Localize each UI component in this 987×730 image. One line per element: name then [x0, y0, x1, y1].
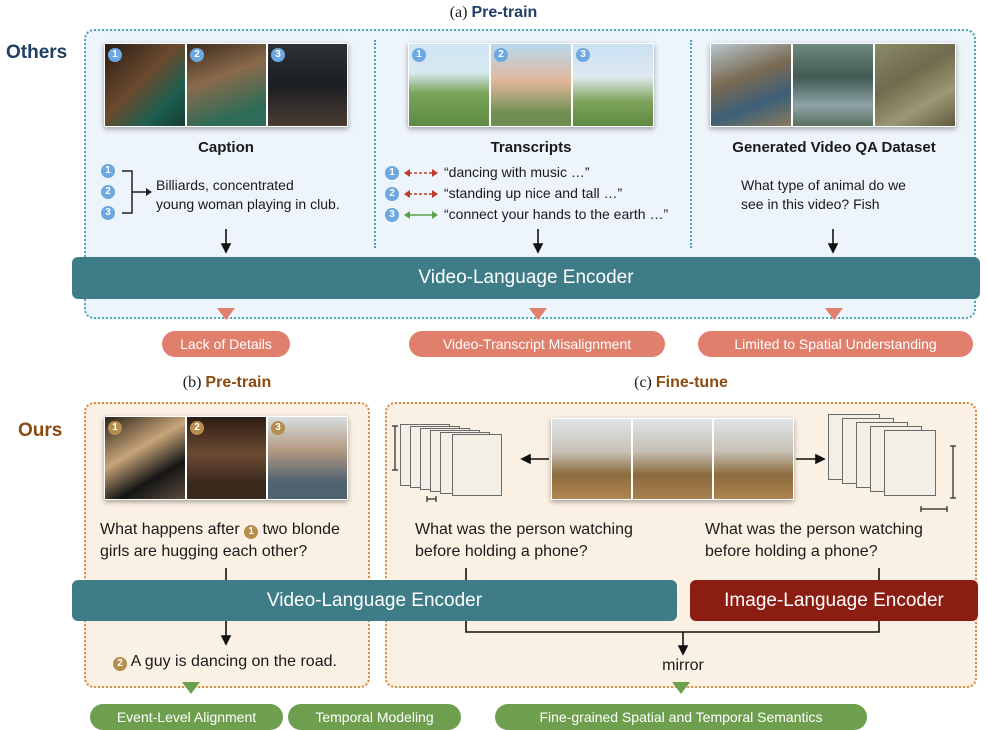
- ours-answer-text: A guy is dancing on the road.: [130, 653, 337, 670]
- finetune-frame-2: [632, 418, 713, 500]
- bottom-video-language-encoder: Video-Language Encoder: [72, 580, 677, 621]
- finetune-question-right-line1: What was the person watching: [705, 521, 923, 538]
- stack-frame: [452, 434, 502, 496]
- finetune-thumbnails: [551, 418, 794, 500]
- image-language-encoder: Image-Language Encoder: [690, 580, 978, 621]
- finetune-c-prefix: (c): [634, 374, 652, 391]
- caption-num-2: 2: [101, 185, 115, 199]
- caption-text-line1: Billiards, concentrated: [156, 177, 294, 193]
- ours-answer: 2 A guy is dancing on the road.: [113, 651, 373, 673]
- caption-thumbnails: 1 2 3: [104, 43, 348, 127]
- caption-text-line2: young woman playing in club.: [156, 196, 340, 212]
- issue-pointer-2: [529, 308, 547, 320]
- right-stack-scale-icon: [920, 445, 956, 512]
- caption-title: Caption: [198, 139, 254, 156]
- aligned-arrow-icon: [404, 211, 438, 219]
- finetune-question-left-line1: What was the person watching: [415, 521, 633, 538]
- misaligned-arrow-icon: [404, 169, 438, 177]
- ours-frame-2-badge: 2: [190, 421, 204, 435]
- transcripts-num-2: 2: [385, 187, 399, 201]
- pretrain-b-title: (b) Pre-train: [84, 374, 370, 392]
- ours-question-line1: What happens after 1 two blonde: [100, 519, 368, 541]
- ours-question-line2: girls are hugging each other?: [100, 543, 308, 560]
- transcripts-thumbnails: 1 2 3: [408, 43, 654, 127]
- transcripts-frame-2-badge: 2: [494, 48, 508, 62]
- mirror-label: mirror: [662, 657, 704, 674]
- pretrain-b-prefix: (b): [182, 374, 202, 391]
- finetune-c-title: (c) Fine-tune: [385, 374, 977, 392]
- caption-frame-3-badge: 3: [271, 48, 285, 62]
- divider-right: [690, 40, 692, 248]
- qa-text-line2: see in this video? Fish: [741, 196, 880, 212]
- benefit-event-alignment: Event-Level Alignment: [90, 704, 283, 730]
- qa-frame-2: [792, 43, 874, 127]
- finetune-question-left-line2: before holding a phone?: [415, 543, 588, 560]
- ours-question-part1: What happens after: [100, 521, 240, 538]
- caption-num-3: 3: [101, 206, 115, 220]
- qa-title: Generated Video QA Dataset: [732, 139, 936, 156]
- pretrain-a-title: (a) Pre-train: [0, 4, 987, 22]
- transcript-line-3: “connect your hands to the earth …”: [444, 206, 669, 222]
- finetune-frame-1: [551, 418, 632, 500]
- left-frame-stack: [400, 420, 512, 500]
- qa-frame-3: [874, 43, 956, 127]
- ours-question-part2: two blonde: [262, 521, 340, 538]
- qa-text-line1: What type of animal do we: [741, 177, 906, 193]
- top-video-language-encoder: Video-Language Encoder: [72, 257, 980, 299]
- transcripts-num-1: 1: [385, 166, 399, 180]
- qa-frame-1: [710, 43, 792, 127]
- benefit-temporal-modeling: Temporal Modeling: [288, 704, 461, 730]
- finetune-question-right-line2: before holding a phone?: [705, 543, 878, 560]
- caption-bracket-icon: [122, 170, 152, 214]
- caption-num-1: 1: [101, 164, 115, 178]
- ours-frame-1-badge: 1: [108, 421, 122, 435]
- issue-lack-of-details: Lack of Details: [162, 331, 290, 357]
- pretrain-a-prefix: (a): [449, 4, 468, 21]
- issue-misalignment: Video-Transcript Misalignment: [409, 331, 665, 357]
- ours-thumbnails: 1 2 3: [104, 416, 348, 500]
- ours-frame-3-badge: 3: [271, 421, 285, 435]
- issue-pointer-3: [825, 308, 843, 320]
- transcript-line-2: “standing up nice and tall …”: [444, 185, 623, 201]
- finetune-frame-3: [713, 418, 794, 500]
- transcripts-num-3: 3: [385, 208, 399, 222]
- ours-answer-num: 2: [113, 657, 127, 671]
- divider-left: [374, 40, 376, 248]
- caption-text: Billiards, concentrated young woman play…: [156, 176, 366, 214]
- ours-label: Ours: [18, 420, 63, 441]
- caption-frame-1-badge: 1: [108, 48, 122, 62]
- benefit-pointer-2: [672, 682, 690, 694]
- ours-question-num: 1: [244, 525, 259, 539]
- others-label: Others: [6, 42, 68, 63]
- left-stack-scale-icon: [392, 425, 437, 502]
- pretrain-a-title-text: Pre-train: [471, 4, 538, 21]
- finetune-c-title-text: Fine-tune: [655, 374, 728, 391]
- finetune-question-right: What was the person watching before hold…: [705, 519, 975, 563]
- stack-frame: [884, 430, 936, 496]
- transcripts-frame-1-badge: 1: [412, 48, 426, 62]
- benefit-fine-grained: Fine-grained Spatial and Temporal Semant…: [495, 704, 867, 730]
- transcripts-frame-3-badge: 3: [576, 48, 590, 62]
- finetune-question-left: What was the person watching before hold…: [415, 519, 685, 563]
- issue-pointer-1: [217, 308, 235, 320]
- transcripts-title: Transcripts: [490, 139, 572, 156]
- issue-spatial-only: Limited to Spatial Understanding: [698, 331, 973, 357]
- benefit-pointer-1: [182, 682, 200, 694]
- caption-frame-2-badge: 2: [190, 48, 204, 62]
- transcript-line-1: “dancing with music …”: [444, 164, 590, 180]
- misaligned-arrow-icon: [404, 190, 438, 198]
- right-frame-stack: [828, 414, 948, 506]
- qa-thumbnails: [710, 43, 956, 127]
- pretrain-b-title-text: Pre-train: [205, 374, 272, 391]
- ours-question: What happens after 1 two blonde girls ar…: [100, 519, 368, 563]
- qa-text: What type of animal do we see in this vi…: [741, 176, 961, 214]
